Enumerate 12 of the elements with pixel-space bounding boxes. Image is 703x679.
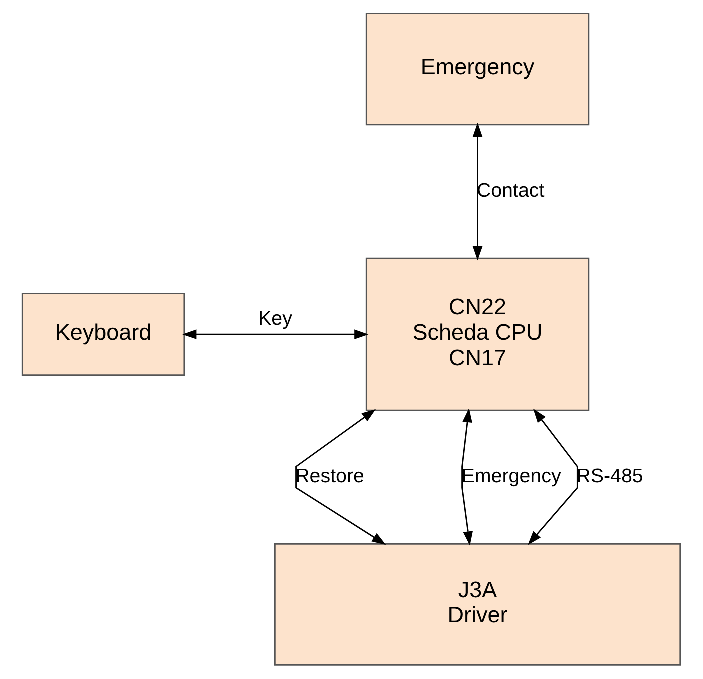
node-box: Emergency: [366, 13, 590, 126]
arrow: [528, 408, 578, 546]
node-box: CN22 Scheda CPU CN17: [366, 258, 590, 412]
node-box: J3A Driver: [274, 544, 682, 666]
arrow: [182, 330, 369, 340]
arrow: [296, 409, 386, 546]
arrow: [472, 123, 483, 261]
node-box: Keyboard: [22, 293, 186, 376]
edge-label: Key: [258, 308, 292, 330]
edge-label: Emergency: [462, 466, 562, 488]
edge-label: Restore: [296, 466, 365, 488]
arrow: [462, 408, 474, 546]
